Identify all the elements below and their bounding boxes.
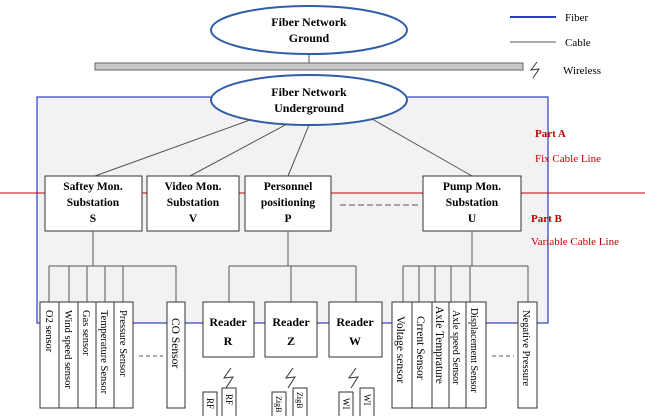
pump-sensor-axle-speed: Axle speed Sensor [448,301,467,409]
safety-sensor-label: Temperature Sensor [98,310,109,395]
personnel-substation-line-1: Personnel [264,181,313,193]
pump-substation-line-1: Pump Mon. [443,181,501,193]
safety-sensor-o2: O2 sensor [39,301,60,409]
video-substation-line-2: Substation [167,197,220,209]
rf-tag-label: RF [224,394,234,405]
safety-substation-line-1: Saftey Mon. [63,181,123,193]
cable-to-video [189,123,288,177]
wifi-tag-devices: WI WI [338,387,375,416]
safety-sensor-label: O2 sensor [43,310,54,353]
underground-network-node [210,74,408,126]
ground-network-label-2: Ground [289,31,330,45]
pump-substation-line-3: U [468,213,477,225]
legend-wireless-icon [529,61,541,79]
part-b-title: Part B [531,213,563,225]
pump-sensor-axle-temperature: Axle Temprature [431,301,450,409]
wifi-tag-label: WI [362,394,372,406]
reader-id: Z [287,334,295,348]
pump-sensor-label: Displacement Sensor [468,308,479,393]
cable-to-personnel [287,124,310,177]
safety-substation-line-2: Substation [67,197,120,209]
pump-sensor-label: Axle speed Sensor [450,310,461,385]
part-a-subtitle: Fix Cable Line [535,153,601,165]
reader-title: Reader [336,315,374,329]
pump-sensor-displacement: Displacement Sensor [465,301,487,409]
negative-pressure-label: Negative Pressure [520,310,531,386]
reader-id: R [224,334,233,348]
pump-wiring [402,231,529,302]
reader-title: Reader [272,315,310,329]
legend-fiber-label: Fiber [565,12,589,24]
wireless-bar [94,62,524,71]
safety-sensor-temperature: Temperature Sensor [95,301,115,409]
part-b-subtitle: Variable Cable Line [531,236,619,248]
reader-id: W [349,334,361,348]
personnel-substation-line-3: P [284,213,291,225]
rf-tag-devices: RF RF [202,387,237,416]
reader-z: Reader Z [264,301,318,358]
wifi-tag-label: WI [341,398,351,410]
safety-sensor-pressure: Pressure Sensor [113,301,134,409]
ground-network-label-1: Fiber Network [271,15,347,29]
safety-sensor-label: Gas sensor [80,310,91,356]
personnel-substation-box [244,175,332,232]
safety-sensor-label: Wind speed sensor [62,310,73,389]
safety-substation-line-3: S [90,213,96,225]
wireless-icon-z [284,367,296,389]
cable-to-safety [94,119,251,177]
safety-sensor-gas: Gas sensor [77,301,97,409]
co-sensor: CO Sensor [166,301,186,409]
negative-pressure-sensor: Negative Pressure [517,301,538,409]
safety-substation-box [44,175,143,232]
personnel-substation-line-2: positioning [261,197,316,209]
rf-tag-label: RF [205,398,215,409]
cable-to-pump [371,118,473,177]
zigbee-tag-label: ZigB [274,396,283,412]
reader-r: Reader R [202,301,255,358]
reader-title: Reader [209,315,247,329]
legend-cable-label: Cable [565,37,591,49]
reader-w: Reader W [328,301,383,358]
video-substation-line-3: V [189,213,198,225]
underground-network-label-1: Fiber Network [271,85,347,99]
pump-sensor-label: Axle Temprature [433,306,445,384]
wireless-icon-r [222,367,234,389]
safety-wiring [48,231,177,302]
part-a-title: Part A [535,128,566,140]
pump-sensor-current: Crrent Sensor [411,301,433,409]
video-substation-box [146,175,240,232]
wireless-icon-w [347,367,359,389]
safety-sensor-label: Pressure Sensor [117,310,128,377]
safety-sensor-wind: Wind speed sensor [58,301,79,409]
legend-wireless-label: Wireless [563,65,601,77]
pump-substation-line-2: Substation [446,197,499,209]
co-sensor-label: CO Sensor [169,318,181,368]
pump-sensor-label: Crrent Sensor [414,316,426,380]
underground-network-label-2: Underground [274,101,344,115]
pump-sensor-label: Voltage sensor [394,316,406,383]
video-substation-line-1: Video Mon. [164,181,221,193]
zigbee-tag-label: ZigB [295,392,304,408]
pump-sensor-voltage: Voltage sensor [391,301,413,409]
zigbee-tag-devices: ZigB ZigB [271,387,308,416]
personnel-wiring [228,231,357,302]
ground-network-node [210,5,408,55]
